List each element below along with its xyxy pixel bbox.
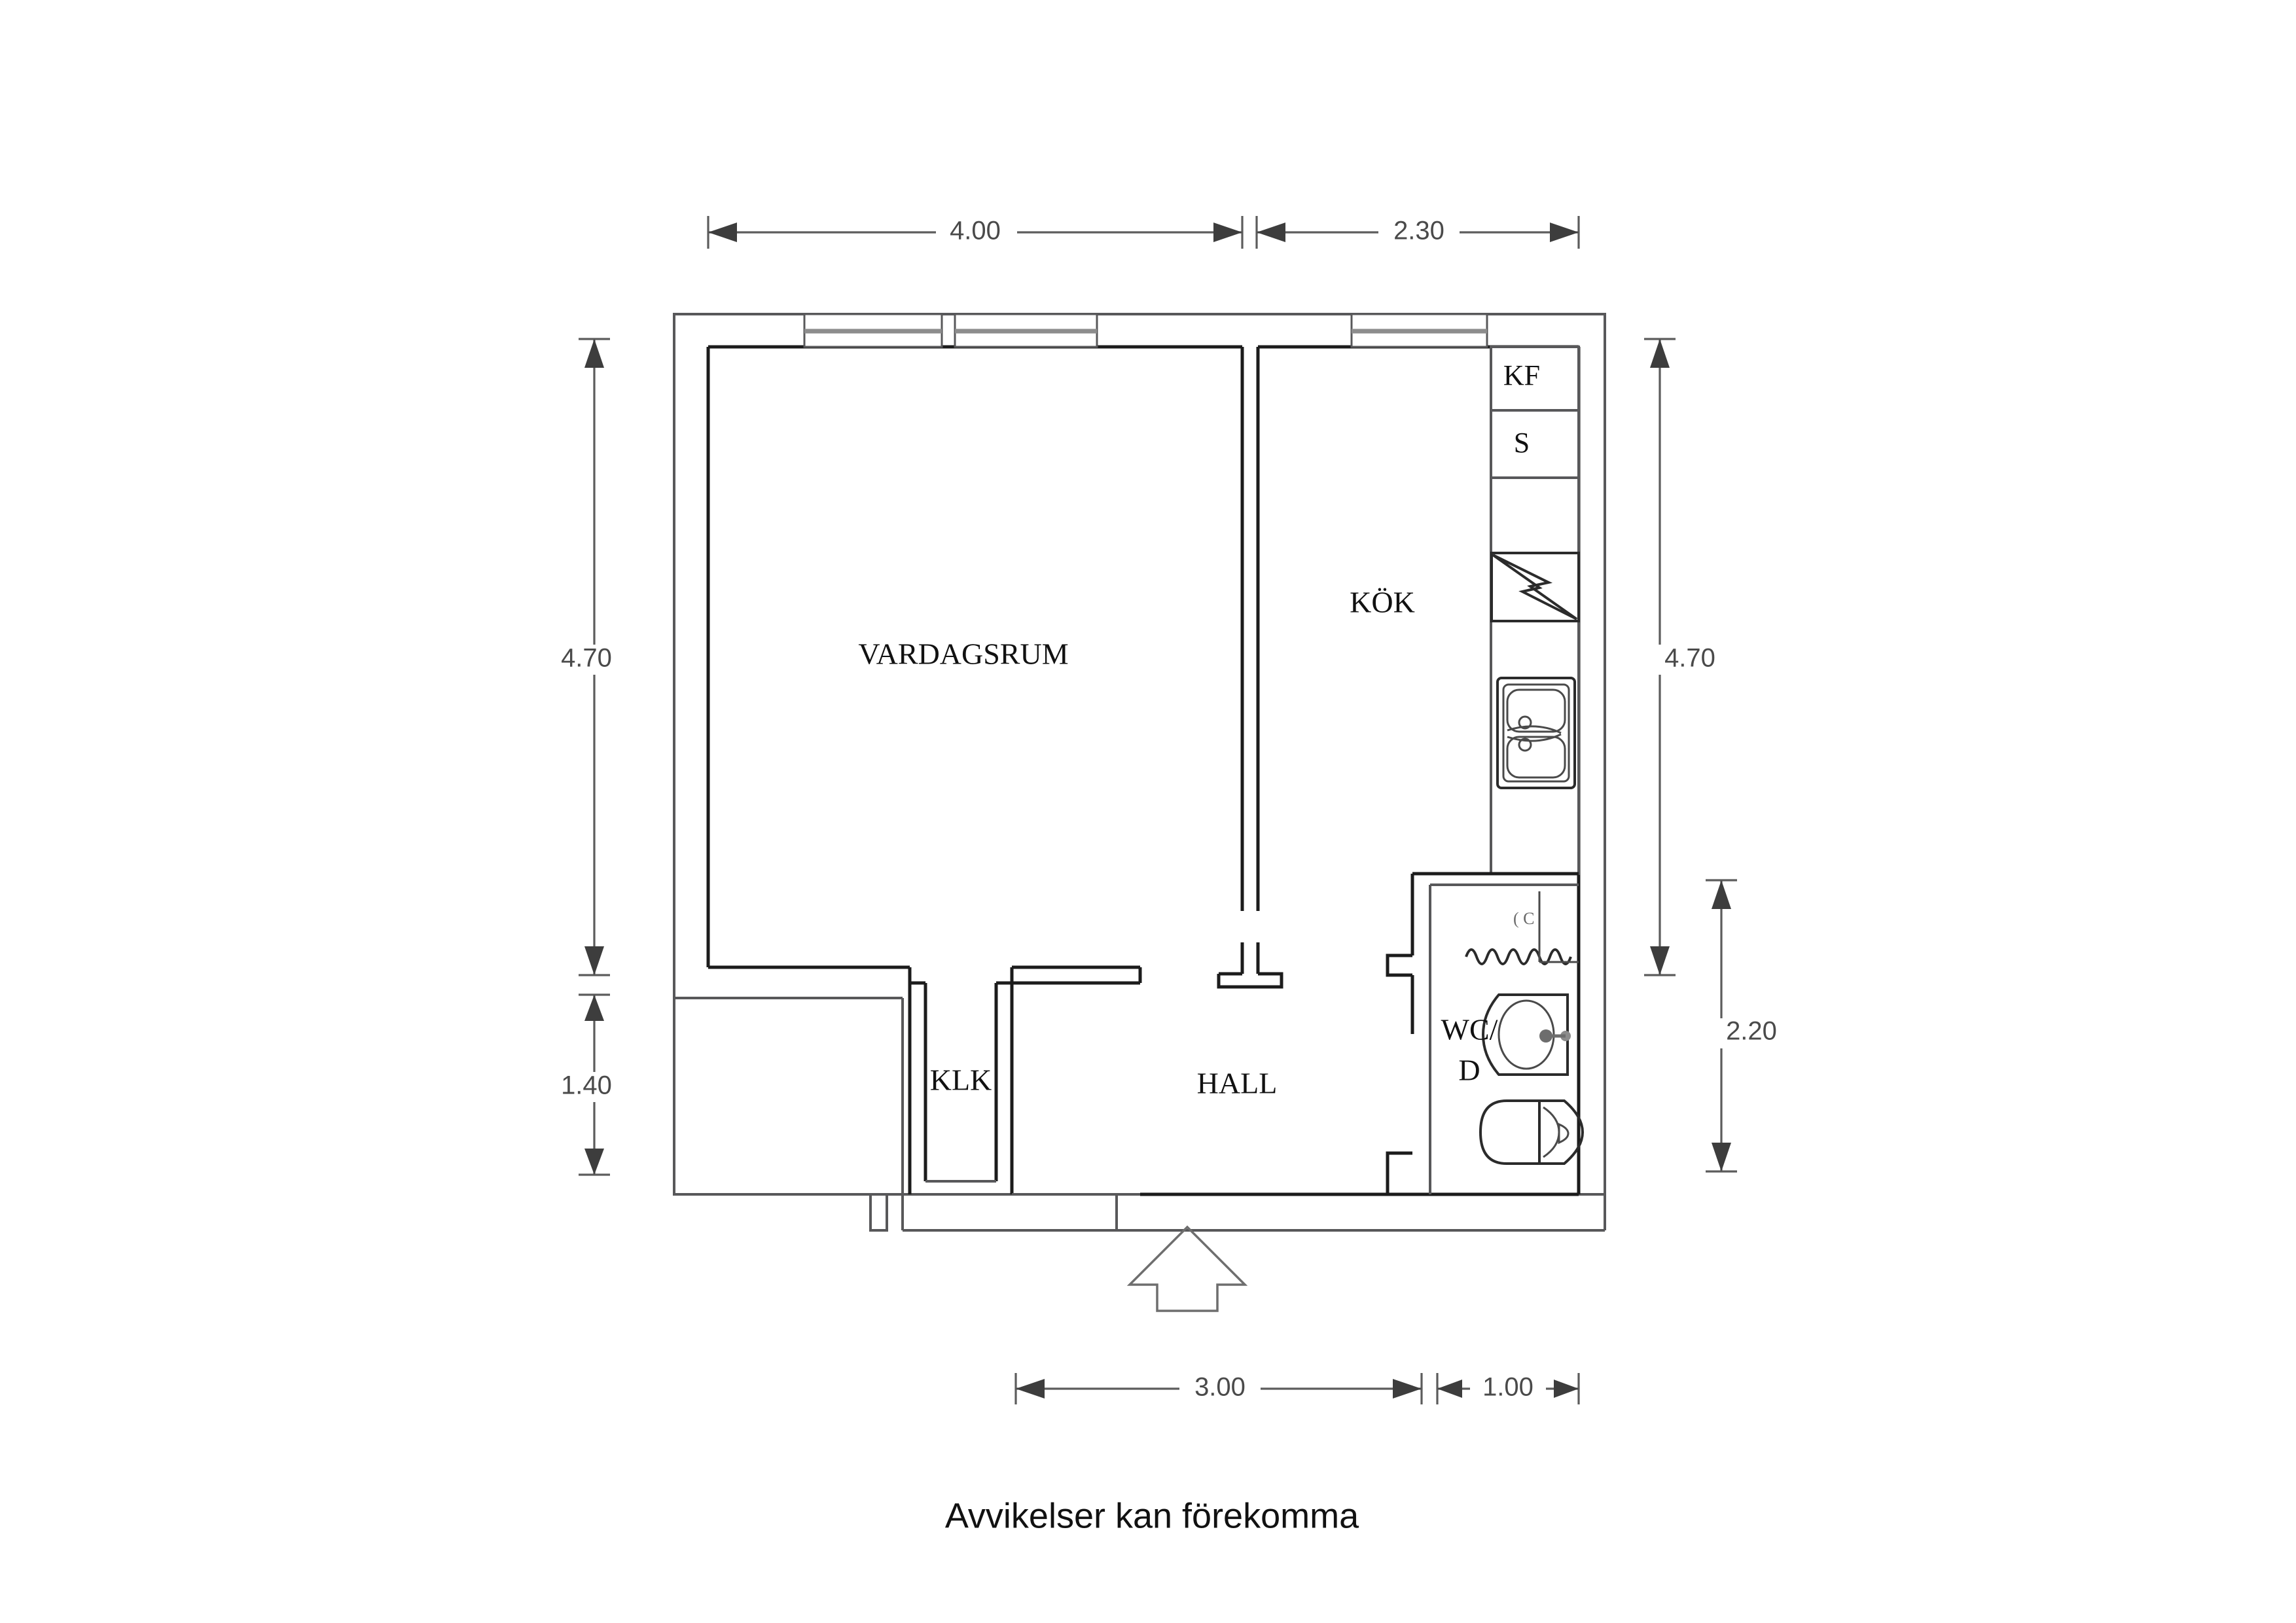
wc-room: ( C bbox=[1386, 872, 1585, 1194]
dim-right-2-20-label: 2.20 bbox=[1726, 1017, 1777, 1046]
window-2 bbox=[954, 313, 1098, 348]
dim-right-4-70: 4.70 bbox=[1644, 338, 1731, 976]
dimensions-right: 4.70 2.20 bbox=[1644, 338, 1792, 1173]
bathroom-radiator bbox=[1465, 891, 1579, 965]
dim-top-4-00: 4.00 bbox=[707, 216, 1244, 249]
inner-wall-faces bbox=[706, 345, 1581, 1196]
dim-right-4-70-label: 4.70 bbox=[1664, 644, 1715, 673]
window-1 bbox=[803, 313, 943, 348]
dim-top-2-30: 2.30 bbox=[1255, 216, 1580, 249]
dim-top-4-00-label: 4.00 bbox=[950, 217, 1001, 245]
dim-bottom-1-00-label: 1.00 bbox=[1482, 1373, 1534, 1402]
dim-bottom-1-00: 1.00 bbox=[1436, 1373, 1580, 1404]
kf-label: KF bbox=[1503, 359, 1540, 391]
dim-bottom-3-00-label: 3.00 bbox=[1194, 1373, 1246, 1402]
plan-caption: Avvikelser kan förekomma bbox=[945, 1496, 1359, 1535]
room-labels: VARDAGSRUM KÖK KLK HALL WC/ D bbox=[858, 586, 1498, 1100]
dim-top-2-30-label: 2.30 bbox=[1393, 217, 1444, 245]
kf-cabinet: KF bbox=[1503, 359, 1540, 391]
kitchen-sink bbox=[1496, 677, 1576, 789]
dimensions-left: 4.70 1.40 bbox=[546, 338, 627, 1176]
dimensions-bottom: 3.00 1.00 bbox=[1014, 1373, 1580, 1404]
stove-cabinet: S bbox=[1514, 427, 1530, 459]
room-label-wc-line1: WC/ bbox=[1441, 1013, 1498, 1046]
windows-group bbox=[803, 313, 1488, 348]
stove-label: S bbox=[1514, 427, 1530, 459]
dim-left-4-70-label: 4.70 bbox=[561, 644, 612, 673]
radiator-marking-label: ( C bbox=[1513, 909, 1535, 928]
window-3 bbox=[1350, 313, 1488, 348]
toilet bbox=[1479, 1099, 1585, 1165]
outer-walls bbox=[673, 313, 1606, 1232]
dim-right-2-20: 2.20 bbox=[1706, 879, 1792, 1173]
room-label-klk: KLK bbox=[930, 1063, 992, 1097]
dim-left-1-40-label: 1.40 bbox=[561, 1071, 612, 1100]
dim-bottom-3-00: 3.00 bbox=[1014, 1373, 1423, 1404]
room-label-vardagsrum: VARDAGSRUM bbox=[858, 637, 1068, 671]
room-label-kok: KÖK bbox=[1350, 586, 1415, 619]
hall-upper-wall bbox=[1012, 965, 1142, 1230]
klk-closet bbox=[908, 967, 1014, 1194]
dimensions-top: 4.00 2.30 bbox=[707, 216, 1580, 249]
entrance-arrow[interactable] bbox=[1126, 1225, 1248, 1312]
room-label-wc-line2: D bbox=[1458, 1054, 1480, 1087]
dim-left-4-70: 4.70 bbox=[546, 338, 627, 976]
kitchen-cabinet-run: KF S bbox=[1490, 346, 1580, 875]
dim-left-1-40: 1.40 bbox=[546, 993, 627, 1176]
living-kitchen-partition bbox=[1217, 347, 1283, 989]
room-label-hall: HALL bbox=[1197, 1067, 1278, 1100]
bathroom-washbasin bbox=[1481, 993, 1571, 1076]
